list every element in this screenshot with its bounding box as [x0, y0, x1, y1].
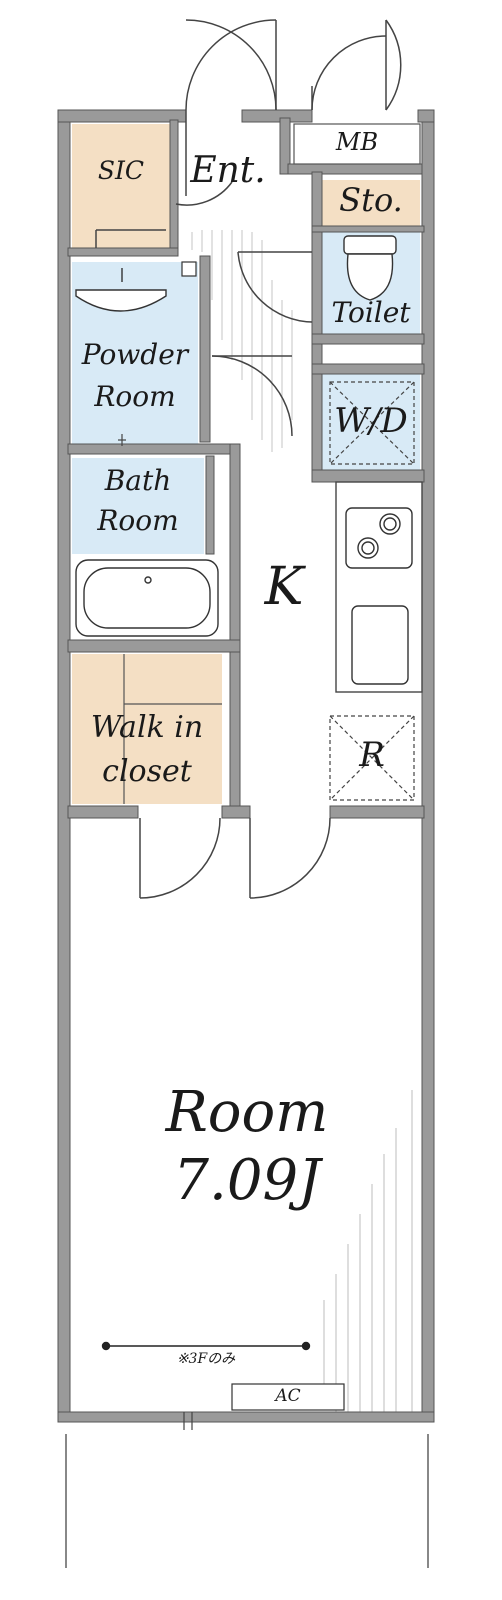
powder-room-sink — [75, 268, 167, 312]
entrance-label: Ent. — [190, 150, 266, 191]
room-size-label: 7.09J — [173, 1148, 321, 1213]
ac-box — [231, 1383, 345, 1411]
powder-room-door — [211, 355, 293, 437]
kitchen-label: K — [264, 557, 304, 617]
bath-room-label-line1: Bath — [104, 464, 172, 497]
walk-in-closet-label-line1: Walk in — [90, 710, 204, 745]
note-label: ※3Fのみ — [176, 1351, 236, 1367]
walk-in-closet-floor — [72, 654, 222, 804]
refrigerator-box — [329, 715, 415, 801]
mb-label: MB — [335, 128, 379, 156]
interior-walls — [67, 117, 425, 819]
bath-room-floor — [72, 458, 204, 554]
refrigerator-label: R — [359, 735, 385, 775]
washer-dryer-box — [329, 381, 415, 465]
toilet-fixture — [343, 235, 397, 301]
room-label-line1: Room — [165, 1080, 329, 1145]
bathtub — [75, 559, 219, 637]
note-line — [101, 1341, 311, 1351]
sic-door — [95, 181, 233, 248]
entrance-doors — [185, 19, 402, 196]
hallway-stripes — [191, 230, 293, 452]
balcony-lines — [65, 1434, 429, 1568]
wall-cross-marks — [118, 434, 193, 1430]
powder-room-vent — [181, 261, 197, 277]
room-doors — [139, 817, 331, 899]
toilet-label: Toilet — [331, 296, 411, 329]
outer-walls — [57, 109, 435, 1423]
ac-label: AC — [275, 1386, 301, 1406]
toilet-door — [237, 251, 313, 323]
closet-shelves — [123, 654, 222, 804]
sic-label: SIC — [97, 156, 145, 185]
stove — [345, 507, 413, 569]
walk-in-closet-label-line2: closet — [102, 754, 192, 789]
sic-floor — [72, 124, 170, 248]
powder-room-label-line1: Powder — [81, 338, 189, 371]
storage-label: Sto. — [339, 181, 403, 219]
mb-box — [293, 123, 421, 165]
kitchen-sink — [351, 605, 409, 685]
wd-label: W/D — [334, 401, 408, 441]
powder-room-label-line2: Room — [94, 380, 176, 413]
bath-room-label-line2: Room — [97, 504, 179, 537]
storage-floor — [322, 180, 420, 226]
